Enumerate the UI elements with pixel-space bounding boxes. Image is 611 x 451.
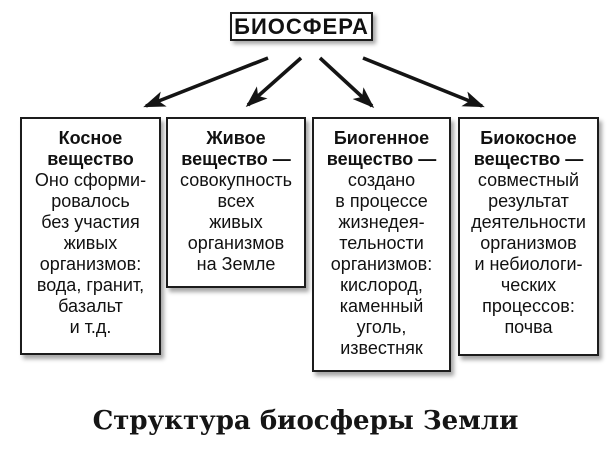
diagram-caption: Структура биосферы Земли (92, 406, 519, 436)
box-heading: Косное вещество (47, 128, 134, 169)
title-label: БИОСФЕРА (234, 13, 369, 39)
box-body: совместный результат деятельности органи… (471, 170, 586, 337)
box-heading: Биогенное вещество — (326, 128, 437, 169)
box-body: совокупность всех живых организмов на Зе… (180, 170, 292, 274)
arrow-to-box-2-icon (245, 56, 303, 107)
box-body: Оно сформи- ровалось без участия живых о… (34, 170, 147, 337)
box-heading: Биокосное вещество — (473, 128, 584, 169)
arrow-to-box-3-icon (318, 56, 375, 109)
box-biogennoe-veshchestvo: Биогенное вещество — создано в процессе … (312, 117, 451, 372)
arrow-to-box-1-icon (143, 56, 269, 108)
title-box: БИОСФЕРА (230, 12, 373, 41)
box-heading: Живое вещество — (181, 128, 291, 169)
box-zhivoe-veshchestvo: Живое вещество — совокупность всех живых… (166, 117, 306, 288)
box-body: создано в процессе жизнедея- тельности о… (330, 170, 433, 358)
arrow-to-box-4-icon (362, 56, 485, 108)
box-kosnoe-veshchestvo: Косное вещество Оно сформи- ровалось без… (20, 117, 161, 355)
box-biokosnoe-veshchestvo: Биокосное вещество — совместный результа… (458, 117, 599, 356)
